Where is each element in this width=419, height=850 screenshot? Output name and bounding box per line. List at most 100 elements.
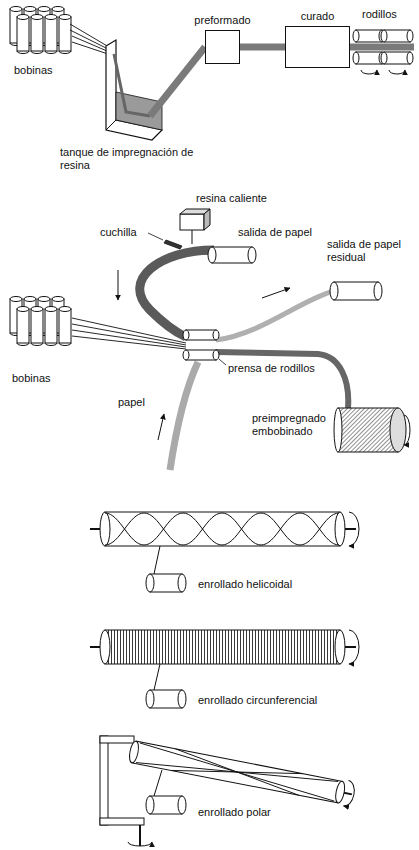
hoop-mandrel: [100, 630, 110, 664]
label-text: bobinas: [12, 372, 51, 384]
resin-dispenser: [180, 214, 204, 230]
resin-dispenser: [180, 209, 210, 244]
paper-supply-roller: [208, 247, 216, 263]
polar-winder: [139, 825, 141, 846]
resin-tank: [106, 40, 162, 140]
part-label: enrollado polar: [198, 806, 271, 819]
spool-bundle: [59, 15, 71, 54]
polar-winder: [128, 842, 152, 846]
fiber-feed-roll: [178, 690, 186, 708]
waste-paper-roller: [334, 282, 378, 300]
label-text: cuchilla: [100, 226, 137, 238]
label-text: resina caliente: [196, 192, 267, 204]
part-label: preimpregnado embobinado: [252, 412, 332, 438]
helical-mandrel: [90, 512, 359, 546]
fiber-strands: [72, 324, 186, 345]
puller-rollers: [353, 52, 359, 64]
fiber-strip: [114, 54, 150, 116]
puller-rollers: [356, 30, 382, 42]
resin-paper-web: [140, 250, 214, 337]
puller-rollers: [381, 30, 387, 42]
part-label: salida de papel residual: [327, 238, 415, 264]
fiber-feed-roll: [146, 796, 154, 814]
fiber-feed-roll: [146, 546, 186, 592]
fiber-feed-roll: [154, 546, 160, 574]
label-text: enrollado helicoidal: [198, 578, 292, 590]
hoop-mandrel: [90, 630, 359, 664]
part-label: bobinas: [12, 372, 51, 385]
label-text: enrollado polar: [198, 806, 271, 818]
box-heading: curado: [301, 10, 335, 23]
paper-supply-roller: [212, 247, 252, 263]
fiber-strip: [150, 47, 205, 116]
press-rollers: [186, 350, 216, 360]
part-label: bobinas: [14, 64, 53, 77]
spool-bundle: [10, 7, 71, 54]
resin-tank: [106, 120, 116, 130]
label-text: salida de papel residual: [327, 238, 401, 263]
label-text: bobinas: [14, 64, 53, 76]
paper-web: [216, 352, 348, 408]
part-label: papel: [118, 396, 145, 409]
fiber-strands: [72, 330, 186, 347]
process-box: curado: [285, 26, 350, 68]
doctor-blade: [148, 233, 163, 240]
helical-mandrel: [105, 513, 339, 545]
fiber-strands: [72, 318, 186, 349]
polar-winder: [344, 780, 357, 807]
rotation-arrow: [389, 70, 405, 74]
press-rollers: [183, 330, 189, 340]
polar-winder: [128, 740, 140, 763]
spool-bundle: [31, 307, 43, 346]
press-rollers: [183, 350, 189, 360]
prepreg-roll: [334, 408, 342, 452]
press-rollers: [213, 330, 219, 340]
fiber-feed-roll: [154, 664, 160, 690]
waste-paper-roller: [374, 282, 382, 300]
prepreg-roll: [390, 408, 406, 452]
hoop-mandrel: [335, 630, 345, 664]
fiber-feed-roll: [150, 690, 182, 708]
fiber-feed-roll: [154, 770, 162, 796]
doctor-blade: [164, 240, 182, 249]
box-text: curado: [301, 10, 335, 22]
process-box: preformado: [205, 30, 240, 64]
spool-bundle: [45, 307, 57, 346]
label-text: rodillos: [362, 8, 397, 20]
label-text: salida de papel: [238, 226, 312, 238]
puller-rollers: [407, 30, 413, 42]
paper-supply-roller: [248, 247, 256, 263]
part-label: enrollado helicoidal: [198, 578, 292, 591]
hoop-mandrel: [349, 630, 359, 664]
label-text: papel: [118, 396, 145, 408]
paper-web: [170, 291, 348, 470]
spool-bundle: [45, 15, 57, 54]
fiber-feed-roll: [178, 574, 186, 592]
fiber-feed-roll: [178, 796, 186, 814]
motion-arrow: [158, 414, 164, 440]
helical-mandrel: [100, 512, 110, 546]
material-strip: [240, 44, 285, 51]
rotation-arrow: [361, 70, 405, 74]
part-label: rodillos: [362, 8, 397, 21]
part-label: tanque de impregnación de resina: [60, 146, 195, 172]
resin-dispenser: [192, 230, 193, 244]
motion-arrow: [118, 270, 119, 300]
puller-rollers: [353, 30, 413, 64]
part-label: prensa de rodillos: [228, 362, 315, 375]
waste-paper-roller: [330, 282, 382, 300]
doctor-blade: [148, 233, 182, 249]
label-text: enrollado circunferencial: [198, 694, 317, 706]
polar-winder: [132, 741, 342, 803]
motion-arrow: [262, 288, 290, 298]
press-rollers: [213, 350, 219, 360]
fiber-feed-roll: [146, 770, 186, 814]
leader-line: [219, 359, 226, 365]
puller-rollers: [353, 30, 359, 42]
part-label: cuchilla: [100, 226, 137, 239]
hoop-mandrel: [105, 630, 340, 664]
polar-winder: [334, 781, 346, 804]
